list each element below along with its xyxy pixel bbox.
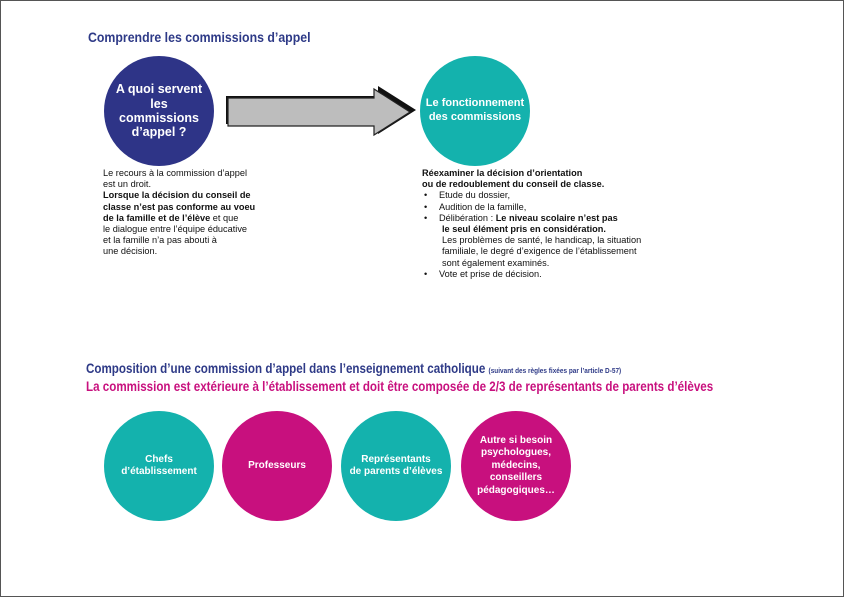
member-circle-others: Autre si besoin psychologues, médecins, … xyxy=(461,411,571,521)
member-circle-heads: Chefs d’établissement xyxy=(104,411,214,521)
member-heads-line2: d’établissement xyxy=(121,466,197,477)
composition-title-text: Composition d’une commission d’appel dan… xyxy=(86,361,489,376)
functioning-circle: Le fonctionnement des commissions xyxy=(420,56,530,166)
purpose-circle-label: A quoi servent les commissions d’appel ? xyxy=(115,82,203,140)
functioning-circle-line1: Le fonctionnement xyxy=(425,97,525,110)
member-others-line3: médecins, xyxy=(491,459,541,471)
left-text-line2: est un droit. xyxy=(103,179,152,190)
list-item: Etude du dossier, xyxy=(422,190,722,201)
left-text-bold1: Lorsque la décision du conseil de xyxy=(103,190,251,201)
left-text-line8: une décision. xyxy=(103,246,158,257)
left-text-bold2: classe n’est pas conforme au voeu xyxy=(103,201,256,212)
deliberation-sub3: sont également examinés. xyxy=(442,257,550,268)
list-item: Audition de la famille, xyxy=(422,202,722,213)
deliberation-sub1: Les problèmes de santé, le handicap, la … xyxy=(442,235,642,246)
appeal-right-text: Le recours à la commission d’appel est u… xyxy=(103,168,303,258)
steps-list: Etude du dossier, Audition de la famille… xyxy=(422,190,722,224)
right-arrow-icon xyxy=(226,86,416,137)
composition-subtitle: La commission est extérieure à l’établis… xyxy=(86,379,714,394)
list-item: Vote et prise de décision. xyxy=(422,269,722,280)
left-text-line6: le dialogue entre l’équipe éducative xyxy=(103,224,248,235)
composition-title: Composition d’une commission d’appel dan… xyxy=(86,361,621,376)
left-text-bold3: de la famille et de l’élève xyxy=(103,212,211,223)
member-others-line4: conseillers xyxy=(489,472,543,484)
member-heads-line1: Chefs xyxy=(145,453,173,465)
right-intro-line1: Réexaminer la décision d’orientation xyxy=(422,168,583,178)
left-text-line1: Le recours à la commission d’appel xyxy=(103,168,248,178)
deliberation-bold-line2: le seul élément pris en considération. xyxy=(442,224,606,235)
member-teachers-label: Professeurs xyxy=(248,459,306,471)
arrow-body xyxy=(227,87,412,137)
left-text-line5: de la famille et de l’élève et que xyxy=(103,213,303,224)
member-circle-parents: Représentants de parents d’élèves xyxy=(341,411,451,521)
left-text-tail3: et que xyxy=(210,212,239,223)
member-others-line5: pédagogiques… xyxy=(477,484,555,496)
steps-list-end: Vote et prise de décision. xyxy=(422,269,722,280)
member-parents-line2: de parents d’élèves xyxy=(349,466,443,477)
left-text-line7: et la famille n’a pas abouti à xyxy=(103,235,217,246)
functioning-text: Réexaminer la décision d’orientation ou … xyxy=(422,168,722,280)
purpose-circle: A quoi servent les commissions d’appel ? xyxy=(104,56,214,166)
deliberation-sub2: familiale, le degré d’exigence de l’étab… xyxy=(442,246,637,257)
member-others-line1: Autre si besoin xyxy=(479,434,553,446)
composition-note: (suivant des règles fixées par l’article… xyxy=(488,366,622,375)
deliberation-bold: Le niveau scolaire n’est pas xyxy=(495,212,618,223)
list-item: Délibération : Le niveau scolaire n’est … xyxy=(422,213,722,224)
member-parents-line1: Représentants xyxy=(361,453,431,465)
member-others-line2: psychologues, xyxy=(480,447,551,459)
deliberation-prefix: Délibération : xyxy=(439,212,496,223)
member-circle-teachers: Professeurs xyxy=(222,411,332,521)
functioning-circle-line2: des commissions xyxy=(428,111,522,123)
page-title: Comprendre les commissions d’appel xyxy=(88,29,311,45)
right-intro-line2: ou de redoublement du conseil de classe. xyxy=(422,179,605,190)
